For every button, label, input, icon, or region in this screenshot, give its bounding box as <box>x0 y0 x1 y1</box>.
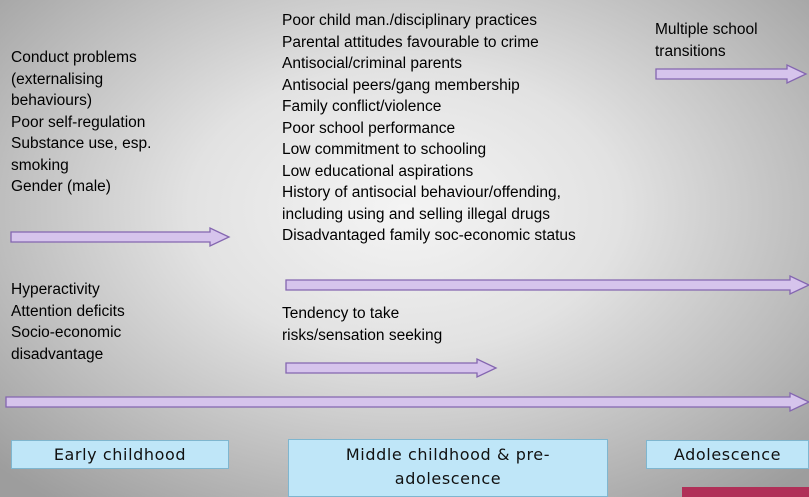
arrow-adolescence <box>655 63 808 85</box>
arrow-middle-childhood <box>285 274 809 296</box>
stage-early-childhood: Early childhood <box>11 440 229 469</box>
corner-accent <box>682 487 809 497</box>
arrow-early-childhood-2 <box>5 391 809 413</box>
middle-childhood-factors: Poor child man./disciplinary practices P… <box>282 12 576 244</box>
stage-middle-childhood: Middle childhood & pre- adolescence <box>288 439 608 497</box>
middle-childhood-factors-2: Tendency to take risks/sensation seeking <box>282 305 443 344</box>
early-childhood-factors-2: Hyperactivity Attention deficits Socio-e… <box>11 281 125 363</box>
arrow-early-childhood <box>10 226 231 248</box>
stage-adolescence: Adolescence <box>646 440 809 469</box>
arrow-middle-childhood-2 <box>285 357 498 379</box>
early-childhood-factors: Conduct problems (externalising behaviou… <box>11 49 152 195</box>
adolescent-factors: Multiple school transitions <box>655 21 758 60</box>
